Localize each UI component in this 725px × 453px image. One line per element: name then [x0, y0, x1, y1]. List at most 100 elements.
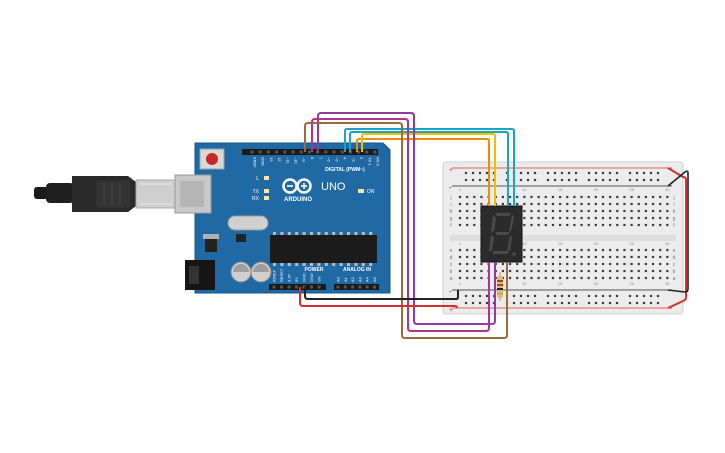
wires[interactable]	[299, 112, 689, 339]
breadboard-hole[interactable]	[644, 202, 647, 206]
header-pin-hole[interactable]	[272, 285, 276, 289]
rail-hole[interactable]	[642, 178, 646, 182]
breadboard-hole[interactable]	[530, 262, 533, 266]
breadboard-hole[interactable]	[573, 248, 576, 252]
rail-hole[interactable]	[478, 171, 482, 175]
rail-hole[interactable]	[478, 294, 482, 298]
rail-hole[interactable]	[628, 294, 632, 298]
breadboard-hole[interactable]	[573, 209, 576, 213]
breadboard-hole[interactable]	[573, 255, 576, 259]
breadboard-hole[interactable]	[651, 255, 655, 259]
rail-hole[interactable]	[594, 178, 598, 182]
wire-magenta[interactable]	[311, 118, 490, 332]
breadboard-hole[interactable]	[458, 262, 462, 266]
breadboard-hole[interactable]	[559, 223, 562, 227]
breadboard-hole[interactable]	[644, 216, 647, 220]
breadboard-hole[interactable]	[594, 248, 597, 252]
breadboard-hole[interactable]	[566, 262, 569, 266]
breadboard-hole[interactable]	[651, 269, 655, 273]
breadboard-hole[interactable]	[458, 223, 462, 227]
rail-hole[interactable]	[635, 294, 639, 298]
rail-hole[interactable]	[594, 171, 598, 175]
header-pin-hole[interactable]	[351, 285, 355, 289]
wire-red[interactable]	[299, 287, 458, 309]
breadboard-hole[interactable]	[609, 248, 612, 252]
breadboard-hole[interactable]	[623, 262, 626, 266]
breadboard-hole[interactable]	[458, 209, 462, 213]
breadboard-hole[interactable]	[601, 255, 605, 259]
breadboard-hole[interactable]	[594, 216, 597, 220]
breadboard-hole[interactable]	[537, 248, 540, 252]
rail-hole[interactable]	[601, 294, 605, 298]
breadboard-hole[interactable]	[587, 248, 590, 252]
header-pin-hole[interactable]	[336, 285, 340, 289]
breadboard-hole[interactable]	[530, 202, 533, 206]
rail-hole[interactable]	[533, 171, 537, 175]
breadboard-hole[interactable]	[466, 209, 469, 213]
breadboard-hole[interactable]	[623, 209, 626, 213]
rail-hole[interactable]	[526, 178, 530, 182]
breadboard-hole[interactable]	[559, 209, 562, 213]
breadboard-hole[interactable]	[501, 262, 504, 266]
breadboard-hole[interactable]	[666, 276, 669, 280]
rail-hole[interactable]	[656, 178, 660, 182]
breadboard-hole[interactable]	[523, 216, 526, 220]
breadboard-hole[interactable]	[587, 223, 590, 227]
breadboard-hole[interactable]	[473, 195, 476, 199]
rail-hole[interactable]	[526, 294, 530, 298]
breadboard-hole[interactable]	[651, 216, 655, 220]
header-pin-hole[interactable]	[310, 285, 313, 289]
breadboard-hole[interactable]	[637, 269, 640, 273]
rail-hole[interactable]	[567, 178, 571, 182]
breadboard-hole[interactable]	[637, 276, 640, 280]
rail-hole[interactable]	[587, 171, 591, 175]
breadboard-hole[interactable]	[630, 248, 633, 252]
breadboard-hole[interactable]	[630, 269, 633, 273]
header-pin-hole[interactable]	[295, 285, 298, 289]
rail-hole[interactable]	[553, 171, 557, 175]
breadboard-hole[interactable]	[537, 255, 540, 259]
breadboard-hole[interactable]	[659, 262, 662, 266]
rail-hole[interactable]	[649, 171, 653, 175]
breadboard-hole[interactable]	[544, 262, 547, 266]
breadboard-hole[interactable]	[537, 195, 540, 199]
rail-hole[interactable]	[601, 301, 605, 305]
breadboard-hole[interactable]	[616, 255, 619, 259]
breadboard-hole[interactable]	[601, 276, 605, 280]
header-pin-hole[interactable]	[266, 150, 270, 154]
rail-hole[interactable]	[567, 294, 571, 298]
header-pin-hole[interactable]	[373, 285, 376, 289]
breadboard-hole[interactable]	[594, 276, 597, 280]
breadboard-hole[interactable]	[651, 223, 655, 227]
breadboard-hole[interactable]	[551, 216, 555, 220]
breadboard-hole[interactable]	[659, 248, 662, 252]
rail-hole[interactable]	[615, 301, 619, 305]
breadboard-hole[interactable]	[551, 223, 555, 227]
breadboard-hole[interactable]	[559, 216, 562, 220]
rail-hole[interactable]	[635, 178, 639, 182]
breadboard-hole[interactable]	[501, 195, 504, 199]
breadboard-hole[interactable]	[530, 276, 533, 280]
breadboard-hole[interactable]	[466, 248, 469, 252]
breadboard-hole[interactable]	[644, 248, 647, 252]
breadboard-hole[interactable]	[508, 202, 512, 206]
breadboard-hole[interactable]	[601, 248, 605, 252]
breadboard-hole[interactable]	[587, 209, 590, 213]
breadboard-hole[interactable]	[537, 223, 540, 227]
breadboard-hole[interactable]	[587, 202, 590, 206]
breadboard-hole[interactable]	[466, 195, 469, 199]
breadboard-hole[interactable]	[594, 255, 597, 259]
breadboard-hole[interactable]	[644, 262, 647, 266]
breadboard-hole[interactable]	[594, 195, 597, 199]
breadboard-hole[interactable]	[573, 216, 576, 220]
breadboard-hole[interactable]	[601, 202, 605, 206]
rail-hole[interactable]	[485, 294, 489, 298]
rail-hole[interactable]	[519, 178, 523, 182]
rail-hole[interactable]	[526, 301, 530, 305]
rail-hole[interactable]	[485, 301, 489, 305]
breadboard-hole[interactable]	[566, 269, 569, 273]
wire-black[interactable]	[304, 287, 459, 300]
breadboard-hole[interactable]	[566, 223, 569, 227]
header-pin-hole[interactable]	[258, 150, 262, 154]
rail-hole[interactable]	[553, 301, 557, 305]
